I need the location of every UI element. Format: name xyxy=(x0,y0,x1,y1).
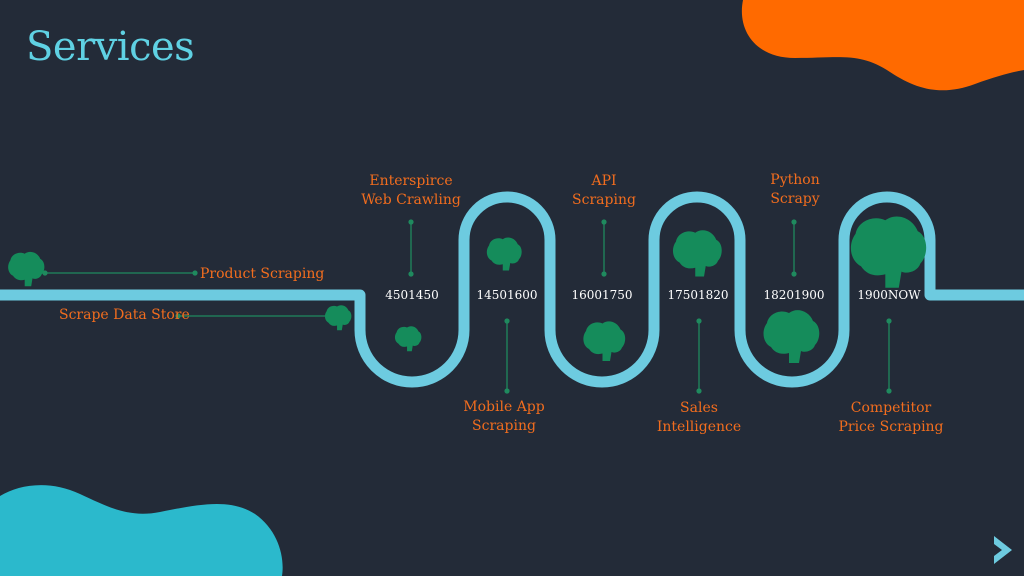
top-label-api-scraping: API Scraping xyxy=(572,172,636,210)
bottom-label-competitor-price-scraping: Competitor Price Scraping xyxy=(838,399,943,437)
bottom-label-line: Sales xyxy=(680,400,718,416)
orange-blob-shape xyxy=(741,0,1024,91)
bottom-label-line: Scraping xyxy=(472,418,536,434)
connector-dot xyxy=(791,271,797,277)
connector-dot xyxy=(696,318,702,324)
year-range-3: 16001750 xyxy=(571,288,633,302)
chevron-right-icon xyxy=(994,536,1012,564)
connector-dot xyxy=(504,388,510,394)
bottom-label-line: Competitor xyxy=(850,400,932,416)
connector-dot xyxy=(791,219,797,225)
timeline-track xyxy=(0,191,1024,388)
connector-dot xyxy=(42,270,48,276)
year-range-5: 18201900 xyxy=(763,288,825,302)
top-label-line: Python xyxy=(770,172,820,188)
teal-blob-shape xyxy=(0,485,283,576)
brain-icon xyxy=(486,237,522,271)
top-label-line: Enterspirce xyxy=(369,173,453,189)
connector-dot xyxy=(601,219,607,225)
top-label-enterprise-web-crawling: Enterspirce Web Crawling xyxy=(361,172,461,210)
connector-dot xyxy=(408,219,414,225)
brain-icon xyxy=(324,305,352,331)
left-label-scrape-data-store: Scrape Data Store xyxy=(59,307,190,323)
brain-icon xyxy=(850,216,927,288)
bottom-label-line: Mobile App xyxy=(463,399,545,415)
top-label-line: Web Crawling xyxy=(361,192,461,208)
top-label-line: Scraping xyxy=(572,192,636,208)
bottom-label-sales-intelligence: Sales Intelligence xyxy=(657,399,741,437)
year-range-2: 14501600 xyxy=(476,288,538,302)
year-range-4: 17501820 xyxy=(667,288,729,302)
brain-icon xyxy=(8,251,45,287)
orange-blob-decoration xyxy=(741,0,1024,91)
connector-dot xyxy=(192,270,198,276)
connector-dot xyxy=(886,318,892,324)
top-label-line: API xyxy=(591,173,617,189)
bottom-label-mobile-app-scraping: Mobile App Scraping xyxy=(463,398,544,436)
brain-icon xyxy=(763,310,820,363)
connector-lines xyxy=(42,219,892,394)
brain-icon xyxy=(672,230,722,277)
brain-icon xyxy=(583,321,626,361)
bottom-label-line: Intelligence xyxy=(656,419,742,435)
connector-dot xyxy=(886,388,892,394)
year-range-6: 1900NOW xyxy=(857,288,921,302)
connector-dot xyxy=(696,388,702,394)
next-slide-button[interactable] xyxy=(988,532,1016,568)
bottom-label-line: Price Scraping xyxy=(838,419,944,435)
teal-blob-decoration xyxy=(0,485,283,576)
brain-icon xyxy=(394,326,422,352)
connector-dot xyxy=(408,271,414,277)
brain-icons xyxy=(8,216,927,363)
connector-dot xyxy=(601,271,607,277)
left-label-product-scraping: Product Scraping xyxy=(200,266,325,282)
top-label-python-scrapy: Python Scrapy xyxy=(770,171,819,209)
year-range-1: 4501450 xyxy=(385,288,439,302)
top-label-line: Scrapy xyxy=(770,191,820,207)
connector-dot xyxy=(175,313,181,319)
page-title: Services xyxy=(26,24,195,70)
connector-dot xyxy=(504,318,510,324)
